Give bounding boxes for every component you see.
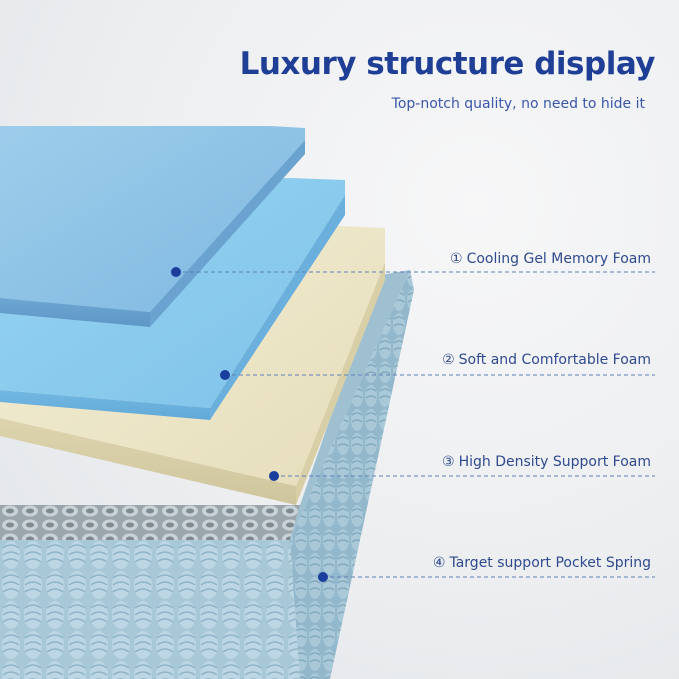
marker-dot: [220, 370, 230, 380]
layer-number: ④: [432, 555, 446, 571]
layer-name: Target support Pocket Spring: [449, 555, 651, 571]
layer-number: ①: [450, 251, 463, 267]
layer-number: ②: [442, 352, 455, 368]
marker-dot: [269, 471, 279, 481]
callout-1: [171, 267, 655, 277]
pocket-spring-layer: [0, 270, 414, 679]
callout-4: [318, 572, 655, 582]
callout-3: [269, 471, 655, 481]
marker-dot: [171, 267, 181, 277]
layer-number: ③: [442, 454, 455, 470]
layer-name: Cooling Gel Memory Foam: [466, 251, 651, 267]
marker-dot: [318, 572, 328, 582]
layer-name: High Density Support Foam: [458, 454, 651, 470]
page-subtitle: Top-notch quality, no need to hide it: [391, 96, 645, 112]
callout-2: [220, 370, 655, 380]
page-title: Luxury structure display: [239, 46, 656, 82]
layer-name: Soft and Comfortable Foam: [458, 352, 651, 368]
gel-foam-layer: [0, 126, 305, 327]
